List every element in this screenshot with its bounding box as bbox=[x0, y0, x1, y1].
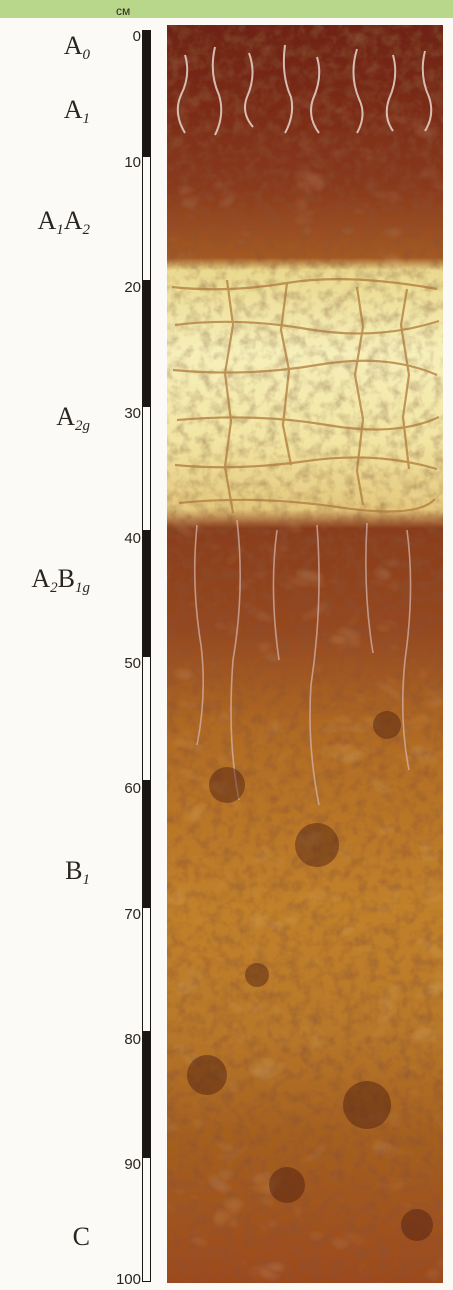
depth-tick-90: 90 bbox=[124, 1157, 141, 1172]
scale-segment bbox=[142, 656, 151, 781]
depth-tick-70: 70 bbox=[124, 907, 141, 922]
scale-segment bbox=[142, 907, 151, 1032]
horizon-label-a1a2: A1A2 bbox=[37, 208, 90, 238]
horizon-label-a0: A0 bbox=[64, 33, 90, 63]
scale-segment bbox=[142, 531, 151, 656]
horizon-label-a1: A1 bbox=[64, 97, 90, 127]
depth-tick-40: 40 bbox=[124, 531, 141, 546]
scale-segment bbox=[142, 781, 151, 907]
depth-scale-bar bbox=[142, 30, 151, 1282]
scale-segment bbox=[142, 406, 151, 531]
horizon-label-a2b1g: A2B1g bbox=[31, 566, 90, 596]
depth-tick-10: 10 bbox=[124, 155, 141, 170]
depth-tick-0: 0 bbox=[133, 29, 141, 44]
depth-tick-30: 30 bbox=[124, 406, 141, 421]
depth-tick-100: 100 bbox=[116, 1272, 141, 1287]
scale-segment bbox=[142, 156, 151, 281]
depth-tick-50: 50 bbox=[124, 656, 141, 671]
scale-segment bbox=[142, 281, 151, 406]
horizon-label-c: C bbox=[73, 1224, 90, 1250]
scale-segment bbox=[142, 1032, 151, 1157]
depth-unit-label: см bbox=[116, 4, 130, 18]
scale-segment bbox=[142, 1157, 151, 1282]
scale-segment bbox=[142, 30, 151, 156]
horizon-label-b1: B1 bbox=[65, 858, 90, 888]
depth-tick-20: 20 bbox=[124, 280, 141, 295]
soil-profile-image bbox=[167, 25, 443, 1283]
horizon-label-a2g: A2g bbox=[56, 404, 90, 434]
depth-tick-60: 60 bbox=[124, 781, 141, 796]
depth-tick-80: 80 bbox=[124, 1032, 141, 1047]
top-color-strip bbox=[0, 0, 453, 18]
